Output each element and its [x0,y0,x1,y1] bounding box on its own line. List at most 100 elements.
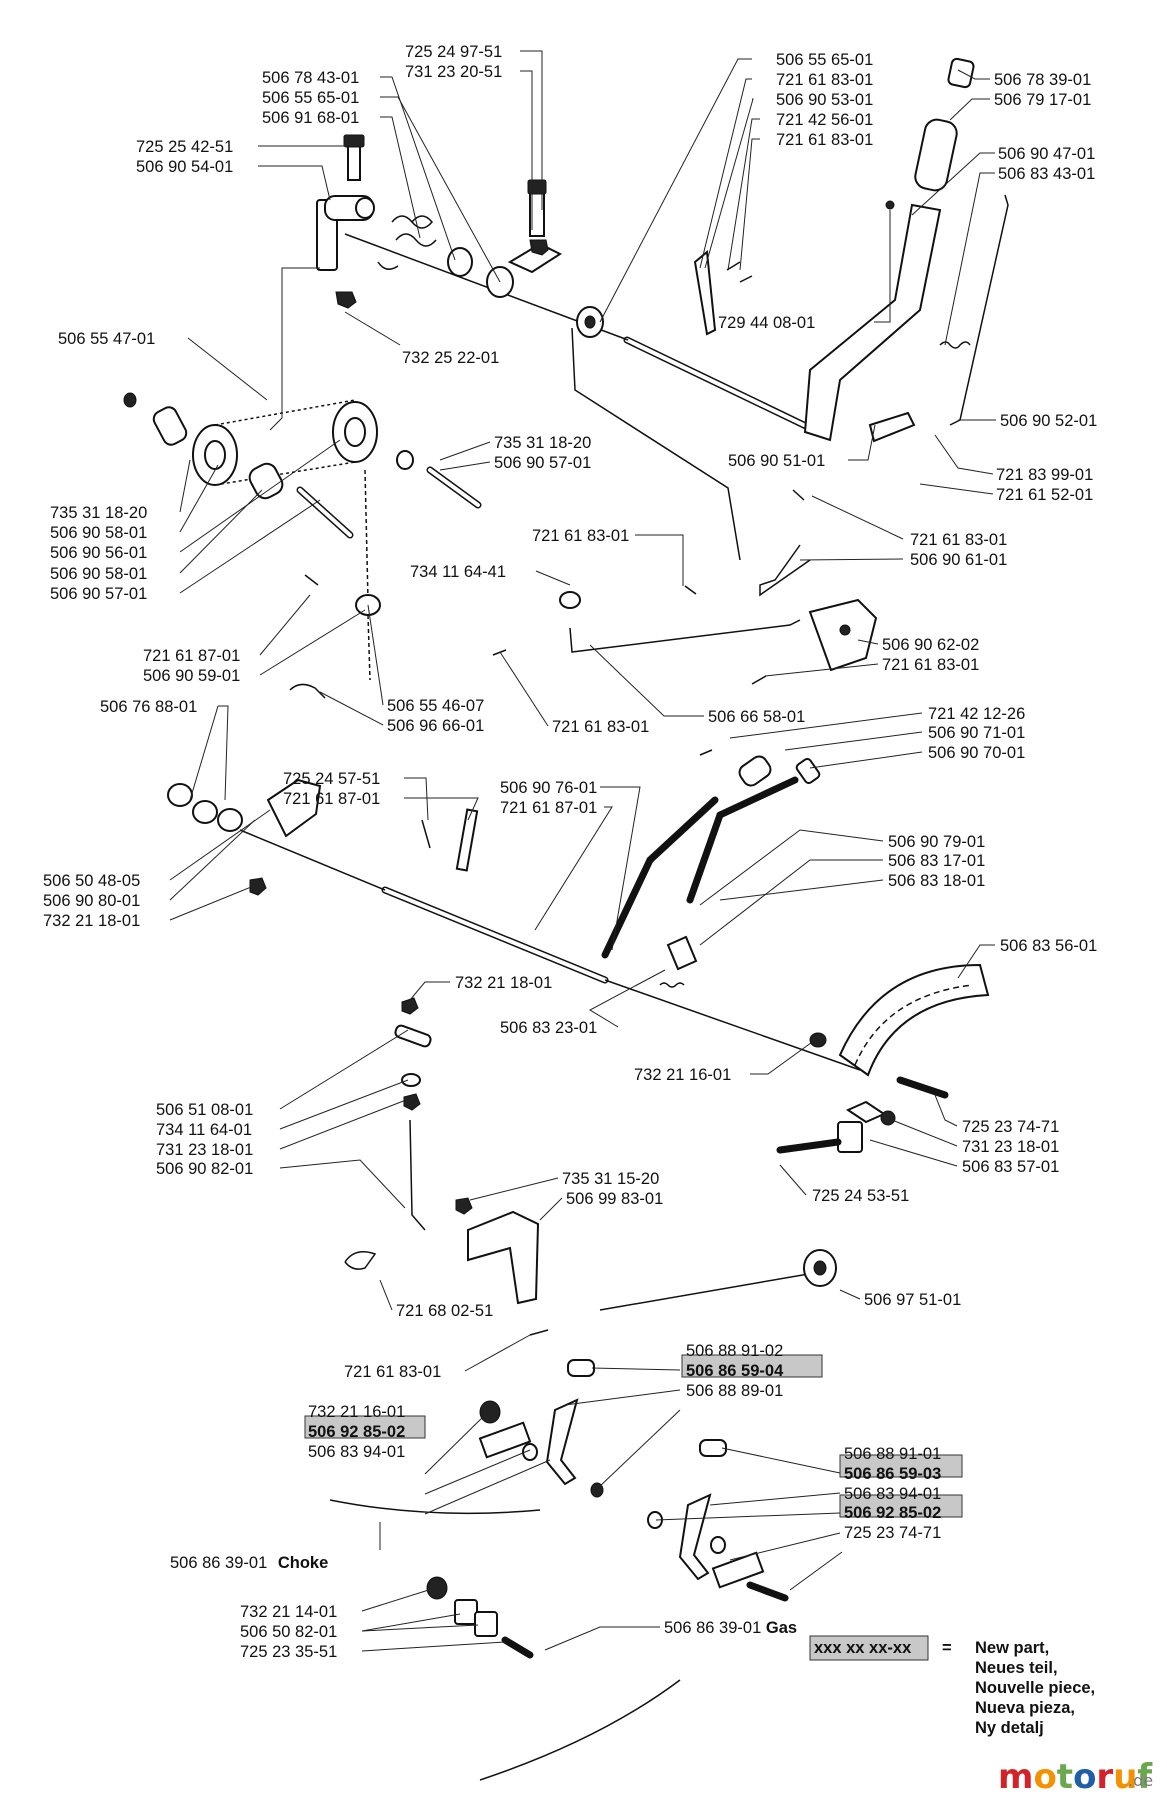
part-label: 506 88 91-01 [844,1445,941,1463]
part-label: 506 90 61-01 [910,551,1007,569]
part-label-new: 506 86 59-04 [686,1362,784,1380]
part-label: 721 42 56-01 [776,111,873,129]
part-label: 506 90 82-01 [156,1160,253,1178]
part-label: 506 90 47-01 [998,145,1095,163]
lower-left-stack-drawing [344,997,540,1305]
part-label: 721 61 87-01 [500,799,597,817]
part-label: 506 51 08-01 [156,1101,253,1119]
throttle-area-drawing [329,1249,837,1781]
part-label: 506 90 76-01 [500,779,597,797]
part-label: 506 90 57-01 [50,585,147,603]
part-label: 732 21 16-01 [308,1403,405,1421]
part-label: 506 76 88-01 [100,698,197,716]
part-label: 732 21 18-01 [43,912,140,930]
part-label: 506 97 51-01 [864,1291,961,1309]
legend-line: Neues teil, [975,1659,1058,1677]
part-label: 721 61 83-01 [344,1363,441,1381]
part-label: 731 23 20-51 [405,63,502,81]
part-label: 721 61 87-01 [143,647,240,665]
part-label: 732 21 18-01 [455,974,552,992]
part-label: 725 24 57-51 [283,770,380,788]
part-label: 506 83 56-01 [1000,937,1097,955]
part-label: 506 50 82-01 [240,1623,337,1641]
part-label-new: 506 92 85-02 [308,1423,405,1441]
part-label: 506 55 46-07 [387,697,484,715]
part-labels: 725 24 97-51 731 23 20-51 506 78 43-01 5… [43,43,1097,1661]
part-label: 506 90 54-01 [136,158,233,176]
part-label: 506 90 53-01 [776,91,873,109]
part-label: 506 90 70-01 [928,744,1025,762]
bracket-drawing [316,134,375,309]
part-label: 729 44 08-01 [718,314,815,332]
part-label: 506 90 80-01 [43,892,140,910]
legend-line: Nouvelle piece, [975,1679,1095,1697]
part-label: 721 61 83-01 [552,718,649,736]
part-label-new: 506 86 59-03 [844,1465,941,1483]
part-label: 506 90 57-01 [494,454,591,472]
part-label: 506 79 17-01 [994,91,1091,109]
part-label: 731 23 18-01 [156,1141,253,1159]
part-label: 506 88 89-01 [686,1382,783,1400]
new-part-legend: xxx xx xx-xx = New part, Neues teil, Nou… [814,1639,1095,1737]
chain-drawing [289,469,381,699]
part-label: 506 90 62-02 [882,636,979,654]
part-label: 506 90 51-01 [728,452,825,470]
logo-brand: motoruf [998,1757,1153,1797]
legend-symbol: xxx xx xx-xx [814,1639,912,1657]
part-label: 506 83 18-01 [888,872,985,890]
top-lever-drawing [507,179,563,274]
gas-cable-label: 506 86 39-01 Gas [664,1619,797,1637]
part-label: 506 90 79-01 [888,833,985,851]
motoruf-logo: motoruf .de [998,1757,1153,1797]
legend-equals: = [942,1639,952,1657]
legend-line: New part, [975,1639,1049,1657]
part-label: 506 78 39-01 [994,71,1091,89]
part-label: 506 90 59-01 [143,667,240,685]
part-label: 506 83 94-01 [308,1443,405,1461]
part-label: 506 55 47-01 [58,330,155,348]
quadrant-drawing [776,963,990,1154]
part-label: 725 24 97-51 [405,43,502,61]
part-label: 731 23 18-01 [962,1138,1059,1156]
part-label: 725 23 74-71 [962,1118,1059,1136]
highlight-boxes [304,1354,963,1661]
part-label: 506 78 43-01 [262,69,359,87]
part-label: 506 55 65-01 [776,51,873,69]
part-label: 506 90 58-01 [50,524,147,542]
part-label: 732 25 22-01 [402,349,499,367]
part-label: 506 91 68-01 [262,109,359,127]
part-label: 721 68 02-51 [396,1302,493,1320]
part-label: 721 61 83-01 [882,656,979,674]
spring-drawing [377,215,437,270]
part-label: 721 61 83-01 [776,71,873,89]
part-label: 721 61 87-01 [283,790,380,808]
part-label: 725 25 42-51 [136,138,233,156]
logo-tld: .de [1128,1771,1153,1790]
part-label: 721 61 83-01 [532,527,629,545]
part-label: 732 21 16-01 [634,1066,731,1084]
part-label: 721 61 83-01 [776,131,873,149]
part-label: 506 96 66-01 [387,717,484,735]
part-label: 735 31 15-20 [562,1170,659,1188]
part-label: 506 66 58-01 [708,708,805,726]
middle-linkage-drawing [492,327,878,685]
part-label: 721 42 12-26 [928,705,1025,723]
part-label: 506 90 58-01 [50,565,147,583]
part-label: 506 83 94-01 [844,1485,941,1503]
part-label: 725 23 35-51 [240,1643,337,1661]
part-label: 721 61 83-01 [910,531,1007,549]
part-label: 734 11 64-41 [410,563,506,581]
choke-cable-label: 506 86 39-01 Choke [170,1554,328,1572]
part-label-new: 506 92 85-02 [844,1504,941,1522]
pulleys-drawing [123,392,482,539]
part-label: 506 83 43-01 [998,165,1095,183]
legend-line: Ny detalj [975,1719,1044,1737]
part-label: 735 31 18-20 [494,434,591,452]
part-label: 506 90 71-01 [928,724,1025,742]
part-label: 725 23 74-71 [844,1524,941,1542]
part-label: 721 83 99-01 [996,466,1093,484]
part-label: 506 90 52-01 [1000,412,1097,430]
part-label: 721 61 52-01 [996,486,1093,504]
part-label: 506 83 17-01 [888,852,985,870]
